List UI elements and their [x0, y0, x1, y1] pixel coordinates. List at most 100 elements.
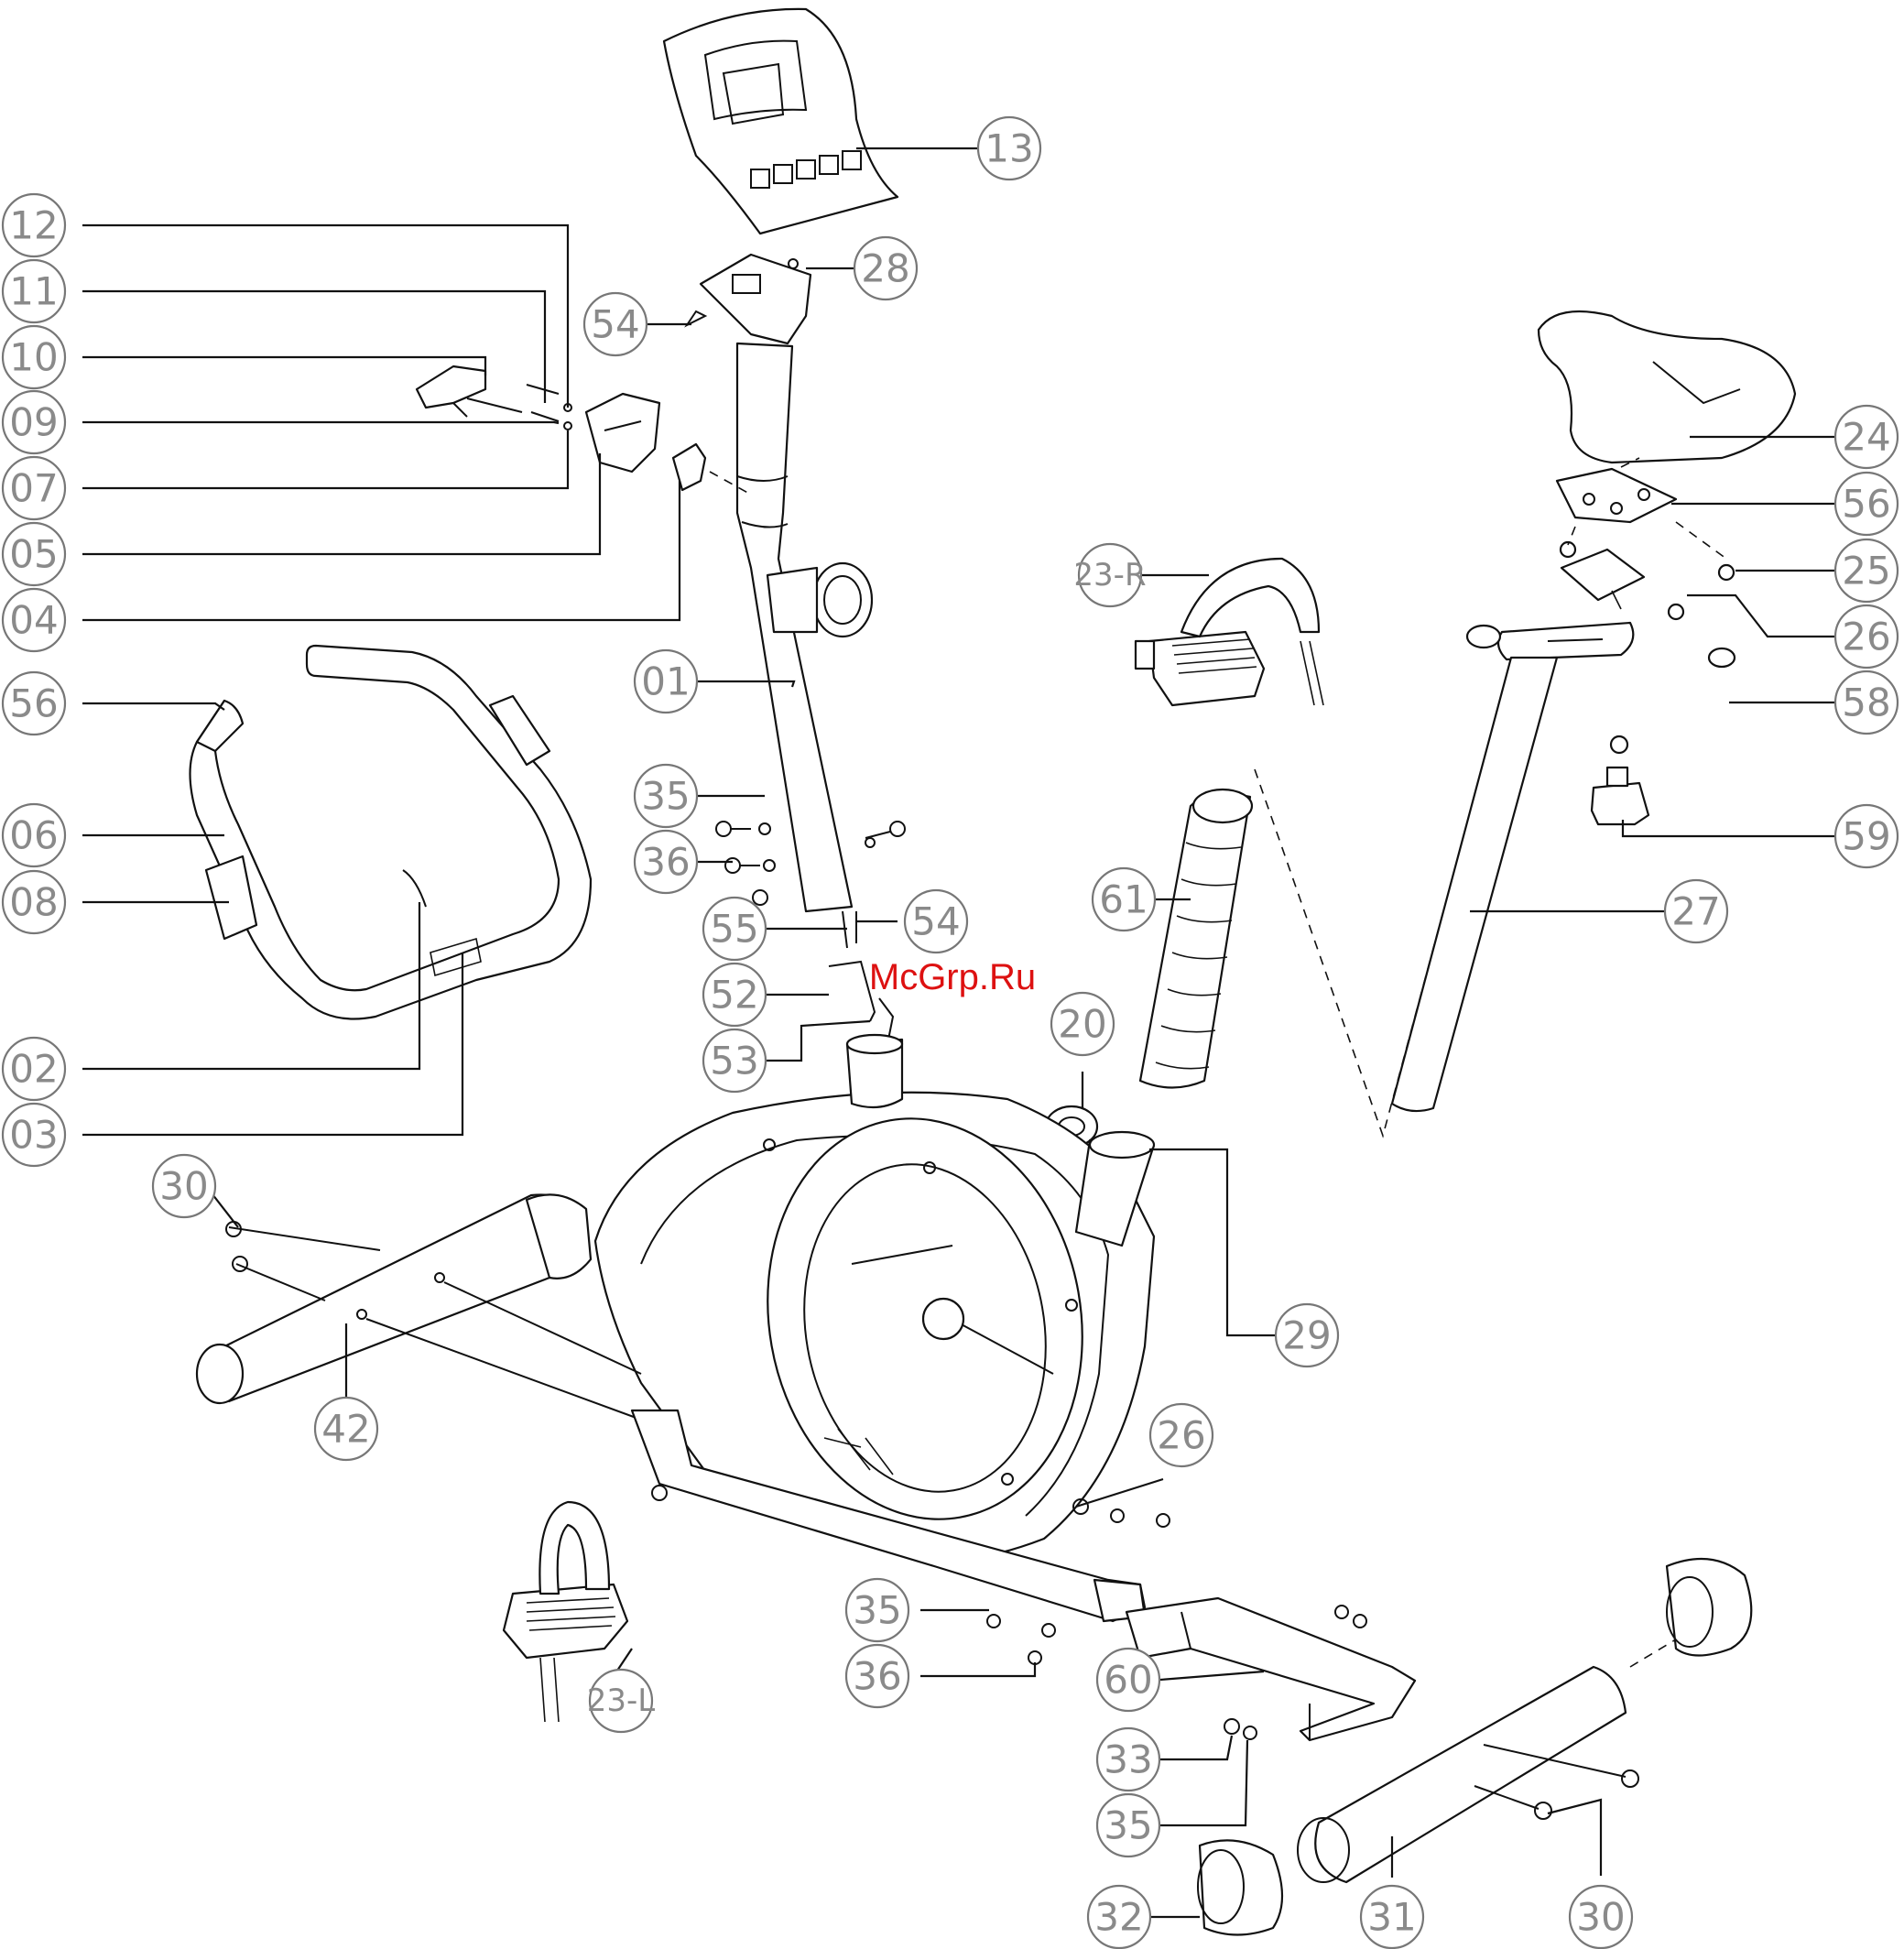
callout-20: 20	[1051, 993, 1114, 1055]
svg-text:26: 26	[1842, 615, 1890, 659]
callout-42: 42	[315, 1398, 377, 1460]
console-part	[664, 9, 898, 234]
callout-29: 29	[1276, 1304, 1338, 1366]
svg-text:13: 13	[985, 126, 1033, 171]
callout-56: 56	[1835, 473, 1898, 535]
svg-text:28: 28	[861, 246, 909, 291]
callout-08: 08	[3, 871, 65, 933]
callout-25: 25	[1835, 539, 1898, 602]
svg-text:09: 09	[9, 400, 58, 445]
callout-52: 52	[703, 964, 766, 1026]
svg-text:23-R: 23-R	[1073, 557, 1146, 593]
callout-02: 02	[3, 1038, 65, 1100]
console-bracket-part	[687, 255, 811, 343]
svg-text:20: 20	[1058, 1002, 1106, 1047]
svg-text:12: 12	[9, 203, 58, 248]
svg-text:36: 36	[641, 840, 690, 885]
callout-28: 28	[854, 237, 917, 299]
callout-54: 54	[584, 293, 647, 355]
callout-27: 27	[1665, 880, 1727, 942]
svg-text:11: 11	[9, 269, 58, 314]
callout-04: 04	[3, 589, 65, 651]
svg-text:52: 52	[710, 973, 758, 1018]
svg-text:35: 35	[1104, 1803, 1152, 1848]
svg-text:42: 42	[321, 1407, 370, 1452]
svg-text:01: 01	[641, 659, 690, 704]
svg-text:58: 58	[1842, 681, 1890, 725]
svg-text:08: 08	[9, 880, 58, 925]
callout-26: 26	[1835, 605, 1898, 668]
callout-55: 55	[703, 898, 766, 960]
handlebar-part	[190, 646, 592, 1019]
callout-36: 36	[635, 831, 697, 893]
rear-stabilizer-part	[1198, 1559, 1751, 1935]
callout-30: 30	[1570, 1886, 1632, 1948]
callout-59: 59	[1835, 805, 1898, 867]
callout-06: 06	[3, 804, 65, 866]
svg-text:36: 36	[853, 1654, 901, 1699]
svg-text:54: 54	[591, 302, 639, 347]
svg-text:25: 25	[1842, 549, 1890, 593]
svg-text:30: 30	[1576, 1895, 1625, 1940]
callout-36: 36	[846, 1645, 908, 1707]
right-pedal-part	[1136, 559, 1323, 705]
clamp-parts	[417, 366, 751, 495]
callout-61: 61	[1093, 868, 1155, 931]
callout-26: 26	[1150, 1404, 1213, 1466]
svg-text:56: 56	[9, 681, 58, 726]
callout-12: 12	[3, 194, 65, 256]
callout-23-l: 23-L	[587, 1670, 656, 1732]
svg-text:32: 32	[1094, 1895, 1143, 1940]
svg-text:07: 07	[9, 466, 58, 511]
svg-text:35: 35	[641, 774, 690, 819]
callout-60: 60	[1097, 1649, 1159, 1711]
seat-part	[1539, 311, 1795, 463]
svg-text:26: 26	[1157, 1413, 1205, 1458]
seat-post-part	[1392, 623, 1735, 1111]
svg-text:53: 53	[710, 1039, 758, 1083]
front-stabilizer-part	[197, 1194, 641, 1420]
svg-text:23-L: 23-L	[587, 1682, 656, 1719]
svg-text:04: 04	[9, 598, 58, 643]
callout-35: 35	[1097, 1794, 1159, 1856]
svg-text:24: 24	[1842, 415, 1890, 460]
callout-53: 53	[703, 1029, 766, 1092]
callout-10: 10	[3, 326, 65, 388]
callout-33: 33	[1097, 1728, 1159, 1791]
callout-03: 03	[3, 1104, 65, 1166]
callout-32: 32	[1088, 1886, 1150, 1948]
callout-05: 05	[3, 523, 65, 585]
svg-text:30: 30	[159, 1164, 208, 1209]
main-column-part	[737, 343, 872, 911]
svg-text:35: 35	[853, 1588, 901, 1633]
svg-text:06: 06	[9, 813, 58, 858]
callout-54: 54	[905, 890, 967, 953]
callout-01: 01	[635, 650, 697, 713]
svg-text:05: 05	[9, 532, 58, 577]
svg-text:03: 03	[9, 1113, 58, 1158]
seat-post-sleeve-part	[1140, 789, 1252, 1088]
callout-58: 58	[1835, 671, 1898, 734]
svg-text:56: 56	[1842, 482, 1890, 527]
column-socket-part	[847, 1035, 902, 1107]
callout-13: 13	[978, 117, 1040, 180]
svg-text:54: 54	[911, 899, 960, 944]
rear-connector-part	[1126, 1598, 1415, 1740]
svg-text:60: 60	[1104, 1658, 1152, 1703]
svg-text:31: 31	[1367, 1895, 1416, 1940]
svg-text:33: 33	[1104, 1737, 1152, 1782]
callout-11: 11	[3, 260, 65, 322]
adjustment-knob-part	[1592, 736, 1648, 824]
callout-35: 35	[635, 765, 697, 827]
callout-30: 30	[153, 1155, 215, 1217]
callout-31: 31	[1361, 1886, 1423, 1948]
svg-text:29: 29	[1282, 1313, 1331, 1358]
svg-text:61: 61	[1099, 877, 1148, 922]
svg-text:02: 02	[9, 1047, 58, 1092]
svg-text:55: 55	[710, 907, 758, 952]
callout-56: 56	[3, 672, 65, 735]
svg-text:59: 59	[1842, 814, 1890, 859]
callout-24: 24	[1835, 406, 1898, 468]
callout-35: 35	[846, 1579, 908, 1641]
